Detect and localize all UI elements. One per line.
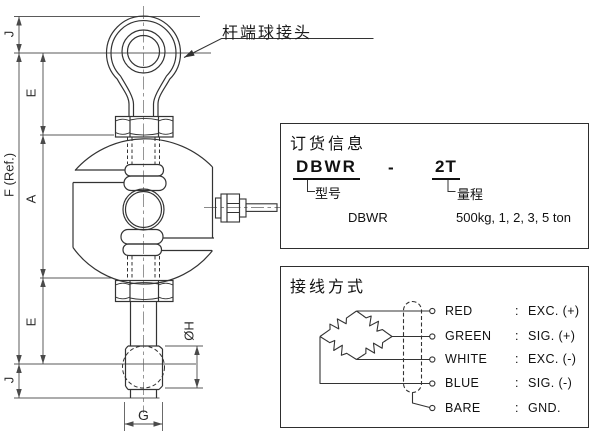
cable-shield-icon [402, 300, 423, 394]
callout-leader-line [183, 38, 374, 58]
dim-label-f-ref: F (Ref.) [1, 152, 17, 198]
wire-color: BARE [445, 400, 481, 415]
extension-lines [14, 16, 211, 431]
wire-colon: : [515, 329, 519, 343]
hex-nut-upper [114, 115, 174, 138]
resistor-icon [362, 315, 386, 333]
rod-end-ball-joint-top [105, 15, 182, 116]
order-model-label: 型号 [315, 186, 342, 201]
rod-end-ball-joint-bottom [122, 301, 165, 398]
callout-rod-end-label: 杆端球接头 [222, 25, 313, 42]
wire-colon: : [515, 400, 519, 415]
order-info-box: 订货信息 DBWR - 2T 型号 量程 DBWR 500kg, 1, 2, 3… [280, 123, 589, 249]
wire-row-blue: BLUE : SIG. (-) [445, 376, 572, 390]
wire-row-red: RED : EXC. (+) [445, 304, 579, 318]
wire-color: BLUE [445, 376, 480, 390]
threaded-stud-lower [127, 256, 160, 281]
wire-color: RED [445, 303, 473, 318]
dim-label-e-top: E [23, 88, 38, 98]
wire-signal: EXC. (-) [528, 352, 577, 366]
order-model-code: DBWR [293, 157, 360, 180]
wire-color: GREEN [445, 329, 492, 343]
wire-row-bare: BARE : GND. [445, 401, 561, 415]
order-range-label: 量程 [457, 187, 484, 202]
dimension-lines [16, 16, 200, 427]
wire-colon: : [515, 352, 519, 366]
wire-colon: : [515, 376, 519, 390]
order-range-value: 500kg, 1, 2, 3, 5 ton [456, 210, 571, 225]
centerlines [143, 6, 280, 413]
load-cell-body [72, 138, 214, 285]
dim-label-j-top: J [1, 30, 16, 38]
wire-signal: EXC. (+) [528, 303, 580, 318]
wire-terminals [429, 307, 436, 412]
wiring-box-title: 接线方式 [290, 279, 367, 296]
order-code-connectors [307, 178, 456, 192]
dim-label-a: A [23, 194, 39, 204]
order-model-value: DBWR [348, 210, 388, 225]
dim-label-j-bottom: J [1, 376, 16, 384]
threaded-stud-upper [127, 137, 160, 164]
cable-gland [214, 193, 278, 223]
wiring-box: 接线方式 RED : EXC. (+) GREEN : SIG. (+) WHI… [280, 266, 589, 428]
order-box-title: 订货信息 [290, 136, 367, 153]
resistor-icon [326, 339, 350, 356]
resistor-icon [326, 315, 350, 332]
wire-colon: : [515, 303, 519, 318]
hex-nut-lower [114, 279, 174, 303]
dim-label-e-bottom: E [23, 317, 38, 327]
dim-label-g: G [138, 407, 149, 423]
wire-row-green: GREEN : SIG. (+) [445, 329, 575, 343]
order-capacity-code: 2T [432, 157, 460, 180]
wire-color: WHITE [445, 352, 488, 366]
wire-signal: SIG. (-) [528, 376, 573, 390]
wire-row-white: WHITE : EXC. (-) [445, 352, 576, 366]
wire-signal: SIG. (+) [528, 329, 576, 343]
order-code-separator: - [388, 158, 394, 177]
resistor-icon [362, 340, 386, 356]
wheatstone-bridge [319, 300, 436, 412]
dim-label-dia-h: ØH [181, 321, 196, 341]
wire-signal: GND. [528, 400, 561, 415]
